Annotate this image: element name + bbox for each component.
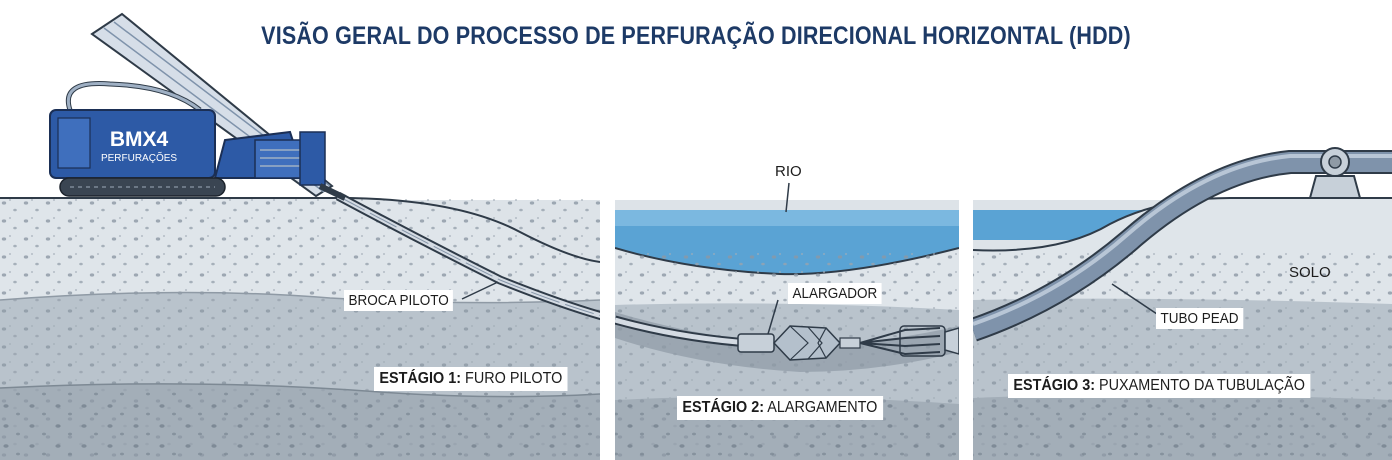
leader-alargador xyxy=(767,299,779,335)
stage-1-text: FURO PILOTO xyxy=(465,370,563,387)
stage-2-label: ESTÁGIO 2: ALARGAMENTO xyxy=(677,396,883,420)
leader-broca xyxy=(461,281,499,300)
leader-rio xyxy=(785,182,790,213)
label-tubo-pead: TUBO PEAD xyxy=(1156,308,1244,329)
panel-separator xyxy=(600,150,615,460)
reamer-tool xyxy=(737,325,861,361)
stage-3-text: PUXAMENTO DA TUBULAÇÃO xyxy=(1099,377,1305,394)
panel-2-ground xyxy=(615,200,959,460)
drilling-rig xyxy=(49,12,347,201)
brand-sub: PERFURAÇÕES xyxy=(100,153,178,164)
diagram-title: VISÃO GERAL DO PROCESSO DE PERFURAÇÃO DI… xyxy=(261,22,1131,50)
leader-tubo xyxy=(1111,283,1161,317)
stage-2-prefix: ESTÁGIO 2: xyxy=(682,399,765,416)
stage-2-text: ALARGAMENTO xyxy=(767,399,878,416)
label-alargador: ALARGADOR xyxy=(788,283,882,304)
stage-3-prefix: ESTÁGIO 3: xyxy=(1013,377,1096,394)
panel-3-ground xyxy=(973,197,1392,460)
stage-1-label: ESTÁGIO 1: FURO PILOTO xyxy=(374,367,568,391)
label-broca-piloto: BROCA PILOTO xyxy=(344,290,454,311)
stage-1-prefix: ESTÁGIO 1: xyxy=(379,370,462,387)
label-solo: SOLO xyxy=(1289,264,1331,281)
brand-main: BMX4 xyxy=(109,128,169,151)
hdpe-pipe xyxy=(969,147,1392,342)
stage-3-label: ESTÁGIO 3: PUXAMENTO DA TUBULAÇÃO xyxy=(1008,374,1311,398)
label-rio: RIO xyxy=(775,163,802,180)
panel-1-ground xyxy=(0,192,600,460)
panel-separator xyxy=(959,150,973,460)
